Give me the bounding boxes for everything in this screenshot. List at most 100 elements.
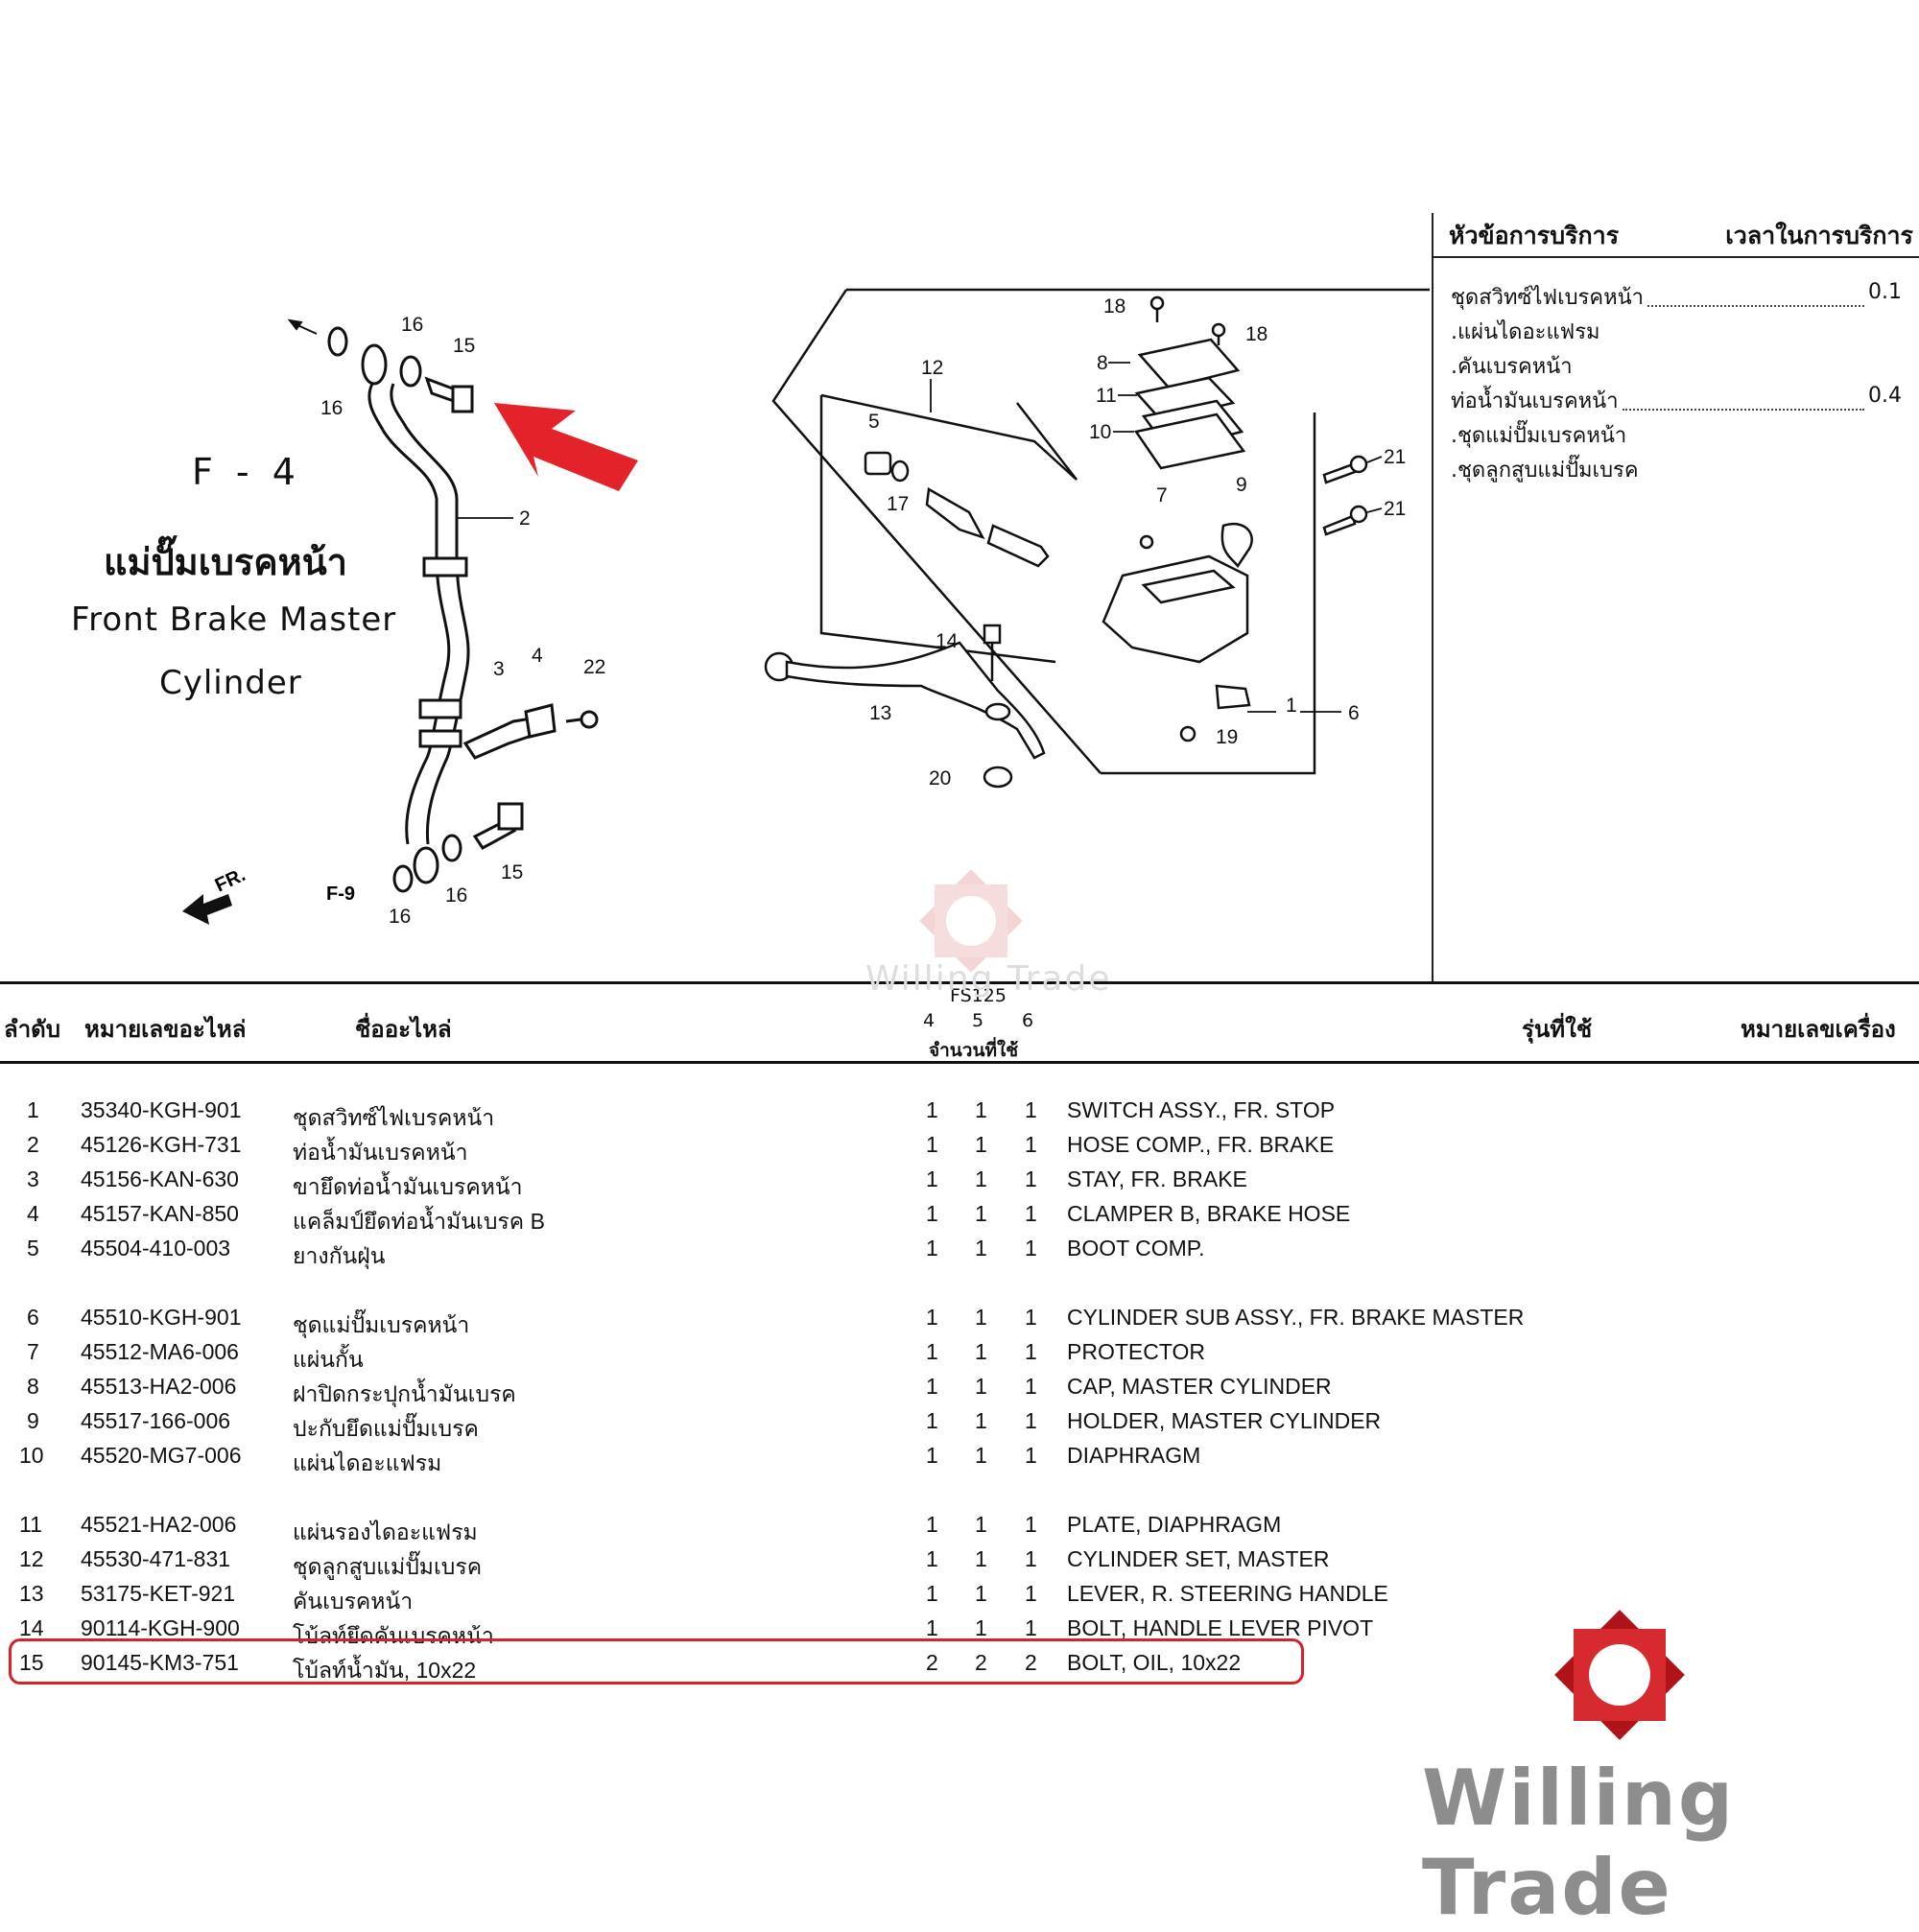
svg-text:FR.: FR. bbox=[212, 864, 249, 897]
cell-qty-6: 1 bbox=[1025, 1201, 1037, 1226]
reservoir-cap-stack bbox=[1133, 295, 1246, 470]
service-item: .ชุดแม่ปั๊มเบรคหน้า bbox=[1451, 424, 1627, 448]
cell-no: 9 bbox=[27, 1408, 39, 1433]
diagram-title-thai: แม่ปั๊มเบรคหน้า bbox=[104, 541, 348, 583]
svg-text:21: 21 bbox=[1384, 446, 1406, 468]
col-header-model: FS125 bbox=[950, 985, 1007, 1006]
cell-qty-5: 1 bbox=[975, 1546, 987, 1571]
service-item: .คันเบรคหน้า bbox=[1451, 355, 1573, 379]
front-direction-arrow: FR. bbox=[182, 864, 249, 925]
brand-watermark-faint-text: Willing Trade bbox=[865, 959, 1112, 999]
diagram-code: F - 4 bbox=[192, 451, 301, 493]
cell-part-no: 45513-HA2-006 bbox=[81, 1374, 237, 1399]
cell-part-name-en: PLATE, DIAPHRAGM bbox=[1067, 1512, 1282, 1537]
cell-qty-5: 1 bbox=[975, 1443, 987, 1468]
cell-part-name-en: CYLINDER SET, MASTER bbox=[1067, 1546, 1330, 1571]
diagram-title-en-line2: Cylinder bbox=[159, 664, 302, 702]
cell-qty-4: 1 bbox=[926, 1236, 938, 1261]
part-name-th-text: แผ่นรองไดอะแฟรม bbox=[293, 1520, 478, 1544]
svg-text:13: 13 bbox=[869, 702, 891, 724]
part-name-th-text: ขายึดท่อน้ำมันเบรคหน้า bbox=[293, 1174, 523, 1199]
cell-qty-4: 1 bbox=[926, 1581, 938, 1606]
cell-part-name-en: DIAPHRAGM bbox=[1067, 1443, 1201, 1468]
brake-hose bbox=[367, 383, 470, 845]
cell-part-no: 45517-166-006 bbox=[81, 1408, 231, 1433]
svg-text:1: 1 bbox=[1286, 695, 1297, 717]
svg-text:11: 11 bbox=[1096, 385, 1117, 407]
svg-text:16: 16 bbox=[445, 884, 467, 907]
cell-part-name-en: HOSE COMP., FR. BRAKE bbox=[1067, 1132, 1335, 1157]
cell-qty-6: 1 bbox=[1025, 1581, 1037, 1606]
cell-part-name-en: LEVER, R. STEERING HANDLE bbox=[1067, 1581, 1388, 1606]
svg-text:18: 18 bbox=[1103, 295, 1125, 318]
cell-part-name-en: CAP, MASTER CYLINDER bbox=[1067, 1374, 1332, 1399]
cell-part-name-en: CLAMPER B, BRAKE HOSE bbox=[1067, 1201, 1351, 1226]
cell-qty-4: 1 bbox=[926, 1305, 938, 1330]
svg-text:14: 14 bbox=[936, 630, 959, 652]
svg-text:17: 17 bbox=[887, 493, 909, 515]
part-name-th-text: แผ่นไดอะแฟรม bbox=[293, 1450, 442, 1475]
cell-qty-4: 1 bbox=[926, 1339, 938, 1364]
cell-part-no: 45510-KGH-901 bbox=[81, 1305, 242, 1330]
part-name-th-text: แคล็มป์ยึดท่อน้ำมันเบรค B bbox=[293, 1209, 545, 1234]
part-name-th-text: ชุดลูกสูบแม่ปั๊มเบรค bbox=[293, 1554, 483, 1579]
part-name-th-text: โบ้ลท์น้ำมัน, 10x22 bbox=[293, 1658, 477, 1683]
cell-qty-5: 1 bbox=[975, 1615, 987, 1640]
cell-qty-4: 1 bbox=[926, 1166, 938, 1191]
cell-part-no: 45157-KAN-850 bbox=[81, 1201, 239, 1226]
cell-qty-5: 2 bbox=[975, 1650, 987, 1675]
parts-diagram: FR. F-9 bbox=[182, 288, 1430, 973]
cell-part-no: 45512-MA6-006 bbox=[81, 1339, 239, 1364]
cell-qty-5: 1 bbox=[975, 1512, 987, 1537]
svg-text:15: 15 bbox=[453, 335, 475, 357]
cell-qty-5: 1 bbox=[975, 1305, 987, 1330]
service-item: .ชุดลูกสูบแม่ปั๊มเบรค bbox=[1451, 459, 1639, 483]
svg-text:4: 4 bbox=[532, 645, 543, 667]
svg-text:20: 20 bbox=[929, 767, 951, 789]
svg-text:22: 22 bbox=[583, 656, 605, 678]
cell-part-name-en: SWITCH ASSY., FR. STOP bbox=[1067, 1097, 1336, 1122]
service-item: .แผ่นไดอะแฟรม bbox=[1451, 320, 1600, 344]
cell-part-name-en: STAY, FR. BRAKE bbox=[1067, 1166, 1247, 1191]
cell-qty-4: 1 bbox=[926, 1132, 938, 1157]
cell-qty-6: 1 bbox=[1025, 1408, 1037, 1433]
svg-text:9: 9 bbox=[1236, 474, 1247, 496]
part-name-th-text: แผ่นกั้น bbox=[293, 1347, 364, 1372]
part-name-th-text: ชุดสวิทซ์ไฟเบรคหน้า bbox=[293, 1105, 495, 1130]
cell-no: 14 bbox=[19, 1615, 44, 1640]
cell-qty-6: 1 bbox=[1025, 1166, 1037, 1191]
cell-qty-6: 2 bbox=[1025, 1650, 1037, 1675]
cell-part-no: 45521-HA2-006 bbox=[81, 1512, 237, 1537]
service-time-panel: หัวข้อการบริการ เวลาในการบริการ ชุดสวิทซ… bbox=[1432, 213, 1919, 982]
part-name-th-text: คันเบรคหน้า bbox=[293, 1589, 414, 1614]
cell-part-name-en: CYLINDER SUB ASSY., FR. BRAKE MASTER bbox=[1067, 1305, 1525, 1330]
col-header-qty: จำนวนที่ใช้ bbox=[929, 1040, 1019, 1061]
table-header-rule bbox=[0, 1061, 1919, 1064]
cell-qty-4: 1 bbox=[926, 1615, 938, 1640]
cell-qty-6: 1 bbox=[1025, 1236, 1037, 1261]
brake-lever bbox=[764, 624, 1046, 789]
cell-no: 3 bbox=[27, 1166, 39, 1191]
cell-no: 5 bbox=[27, 1236, 39, 1261]
cell-part-no: 90114-KGH-900 bbox=[81, 1615, 240, 1640]
callout-numbers: 1 2 3 4 5 6 7 8 9 10 11 12 13 14 15 15 1… bbox=[320, 295, 1406, 928]
cell-no: 2 bbox=[27, 1132, 39, 1157]
cell-no: 15 bbox=[19, 1650, 44, 1675]
col-header-qty-4: 4 bbox=[923, 1010, 936, 1031]
col-header-part-name: ชื่ออะไหล่ bbox=[355, 1016, 452, 1043]
cell-qty-5: 1 bbox=[975, 1374, 987, 1399]
cell-part-no: 45126-KGH-731 bbox=[81, 1132, 242, 1157]
svg-text:8: 8 bbox=[1097, 352, 1108, 374]
svg-text:16: 16 bbox=[401, 314, 423, 336]
cell-qty-4: 1 bbox=[926, 1201, 938, 1226]
part-name-th-text: ชุดแม่ปั๊มเบรคหน้า bbox=[293, 1312, 470, 1337]
master-cylinder-body bbox=[1102, 523, 1253, 742]
cell-part-no: 45156-KAN-630 bbox=[81, 1166, 239, 1191]
ref-label-f9: F-9 bbox=[326, 884, 355, 905]
svg-text:15: 15 bbox=[501, 861, 523, 884]
